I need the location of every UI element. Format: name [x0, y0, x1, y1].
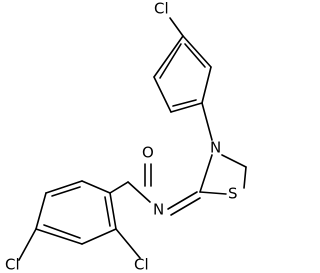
dichlorophenyl-ring: [35, 180, 117, 245]
bond: [127, 181, 151, 203]
bond: [184, 43, 206, 68]
chlorophenyl-ring-top: [153, 35, 212, 113]
bond: [115, 228, 141, 259]
bond: [35, 228, 83, 245]
bond: [172, 99, 197, 107]
bond: [109, 192, 117, 230]
bond: [201, 102, 213, 141]
chlorine-atom-label: Cl: [5, 256, 20, 273]
bond: [153, 35, 184, 78]
bond: [104, 196, 111, 227]
bond: [45, 180, 83, 194]
bond: [109, 181, 129, 194]
bond: [18, 228, 37, 261]
bond: [199, 154, 213, 193]
bond: [81, 180, 111, 194]
chlorine-atom-label: Cl: [154, 0, 169, 18]
chlorine-atom-label: Cl: [134, 256, 149, 273]
bond: [170, 102, 203, 113]
bond: [159, 43, 182, 79]
bond: [51, 186, 81, 197]
bond: [182, 35, 212, 68]
oxygen-atom-label: O: [142, 144, 154, 162]
nitrogen-atom-label: N: [210, 139, 221, 157]
bond: [167, 191, 198, 210]
bond: [170, 197, 201, 216]
bond: [81, 228, 117, 245]
bond: [221, 154, 247, 168]
chemical-structure-diagram: Cl N S N O Cl Cl: [5, 0, 247, 273]
thiazetidine-ring: [199, 154, 247, 195]
bond: [243, 166, 247, 189]
nitrogen-atom-label: N: [153, 201, 164, 219]
bond: [153, 76, 172, 113]
sulfur-atom-label: S: [228, 185, 238, 203]
bond: [199, 191, 227, 195]
bond: [35, 192, 47, 230]
bond: [201, 66, 212, 104]
bond: [43, 224, 81, 239]
bond: [169, 17, 184, 37]
